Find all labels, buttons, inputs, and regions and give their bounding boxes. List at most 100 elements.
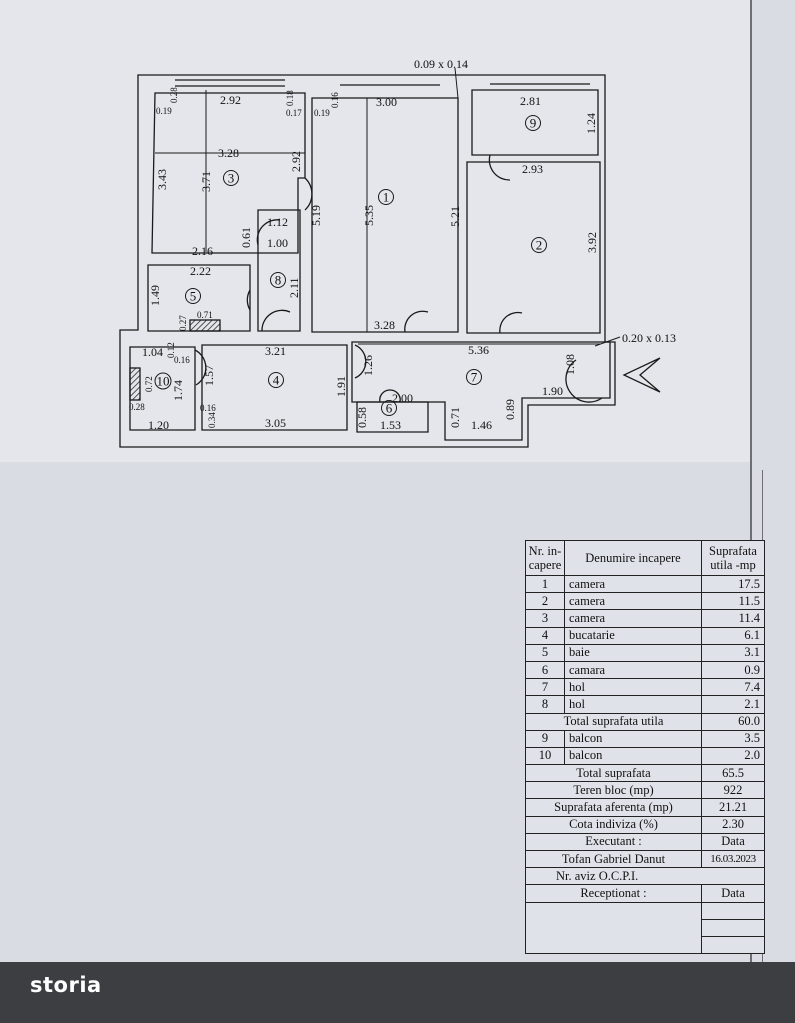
cota-value: 2.30 [701,815,765,834]
cell-nr: 1 [525,574,565,594]
receptionat-row: Receptionat :Data [525,884,765,903]
teren-value: 922 [701,781,765,800]
total-util-value: 60.0 [701,712,765,731]
room-9-outline [471,89,599,156]
cell-area: 11.5 [701,592,765,611]
dimension-label: 2.92 [220,93,241,107]
dimension-label: 3.71 [199,171,213,192]
outer-wall [119,74,616,448]
dimension-label: 2.81 [520,94,541,108]
cell-area: 2.0 [701,746,765,766]
entrance-door [565,359,603,403]
cell-area: 17.5 [701,574,765,594]
dimension-label: 5.21 [448,206,462,227]
room-number: 5 [190,289,197,304]
receptionat-label: Receptionat : [525,884,702,903]
cell-area: 7.4 [701,678,765,697]
aferenta-label: Suprafata aferenta (mp) [525,798,702,817]
room-number: 7 [471,370,478,385]
room-number: 9 [530,116,537,131]
dimension-label: 2.22 [190,264,211,278]
cell-nr: 3 [525,609,565,628]
cell-name: bucatarie [564,626,702,645]
room-number: 4 [273,373,280,388]
dimension-label: 0.19 [156,106,172,116]
cell-name: hol [564,695,702,714]
dimension-label: 2.16 [192,244,213,258]
dimension-label: 1.20 [148,418,169,432]
room-number: 8 [275,273,282,288]
dimension-label: 3.00 [376,95,397,109]
cell-nr: 8 [525,695,565,714]
cell-area: 3.1 [701,643,765,662]
cell-area: 0.9 [701,660,765,680]
door-room-10 [194,349,207,386]
aviz-label: Nr. aviz O.C.P.I. [525,867,765,886]
cell-name: balcon [564,746,702,766]
dimension-label: 0.20 x 0.13 [622,331,676,345]
room-8-outline [257,209,301,332]
header-name: Denumire incapere [564,540,702,576]
dimension-label: 0.72 [144,376,154,392]
leader-line [594,336,621,347]
dimension-label: 0.34 [207,412,217,428]
dimension-label: 0.16 [330,92,340,108]
dimension-label: 0.61 [239,227,253,248]
dimension-label: 1.90 [542,384,563,398]
room-number: 10 [157,374,170,389]
door-room-2 [499,311,523,334]
room-10-outline [129,346,196,431]
room-number: 2 [536,238,543,253]
room-number: 3 [228,171,235,186]
executant-date-label: Data [701,832,765,852]
door-room-3 [304,177,313,211]
dimension-label: 5.19 [309,205,323,226]
dimension-label: 1.12 [267,215,288,229]
dimension-label: 1.24 [584,113,598,134]
dimension-label: 0.71 [197,310,213,320]
cell-nr: 7 [525,678,565,697]
cell-name: hol [564,678,702,697]
dimension-label: 0.28 [169,87,179,103]
door-room-9 [488,154,511,181]
total-label: Total suprafata [525,764,702,783]
dimension-label: 1.08 [563,354,577,375]
door-room-7 [354,344,367,379]
room-7-outline [351,341,611,441]
dimension-label: 0.28 [129,402,145,412]
room-2-outline [466,161,601,334]
cell-area: 2.1 [701,695,765,714]
teren-label: Teren bloc (mp) [525,781,702,800]
cota-row: Cota indiviza (%)2.30 [525,815,765,834]
dimension-label: 1.46 [471,418,492,432]
cell-name: camera [564,574,702,594]
dimension-label: 1.91 [334,376,348,397]
door-room-1 [404,310,429,333]
cell-area: 11.4 [701,609,765,628]
cell-nr: 4 [525,626,565,645]
dimension-label: 0.71 [448,407,462,428]
dimension-label: 0.16 [200,403,216,413]
dimension-label: 3.28 [374,318,395,332]
cell-nr: 2 [525,592,565,611]
dimension-label: 0.17 [286,108,302,118]
cell-nr: 9 [525,729,565,748]
dimension-label: 0.12 [166,342,176,358]
dimension-label: 1.57 [202,365,216,386]
table-header-row: Nr. in-capere Denumire incapere Suprafat… [525,540,765,576]
dimension-label: 2.92 [289,151,303,172]
door-room-5 [246,289,251,311]
dimension-label: 5.35 [362,205,376,226]
paper-edge-line [750,0,752,962]
shaft [129,367,141,401]
executant-date: 16.03.2023 [701,849,765,869]
dimension-label: 1.49 [148,285,162,306]
room-1-outline [311,97,459,333]
aferenta-row: Suprafata aferenta (mp)21.21 [525,798,765,817]
door-room-4 [261,309,291,332]
